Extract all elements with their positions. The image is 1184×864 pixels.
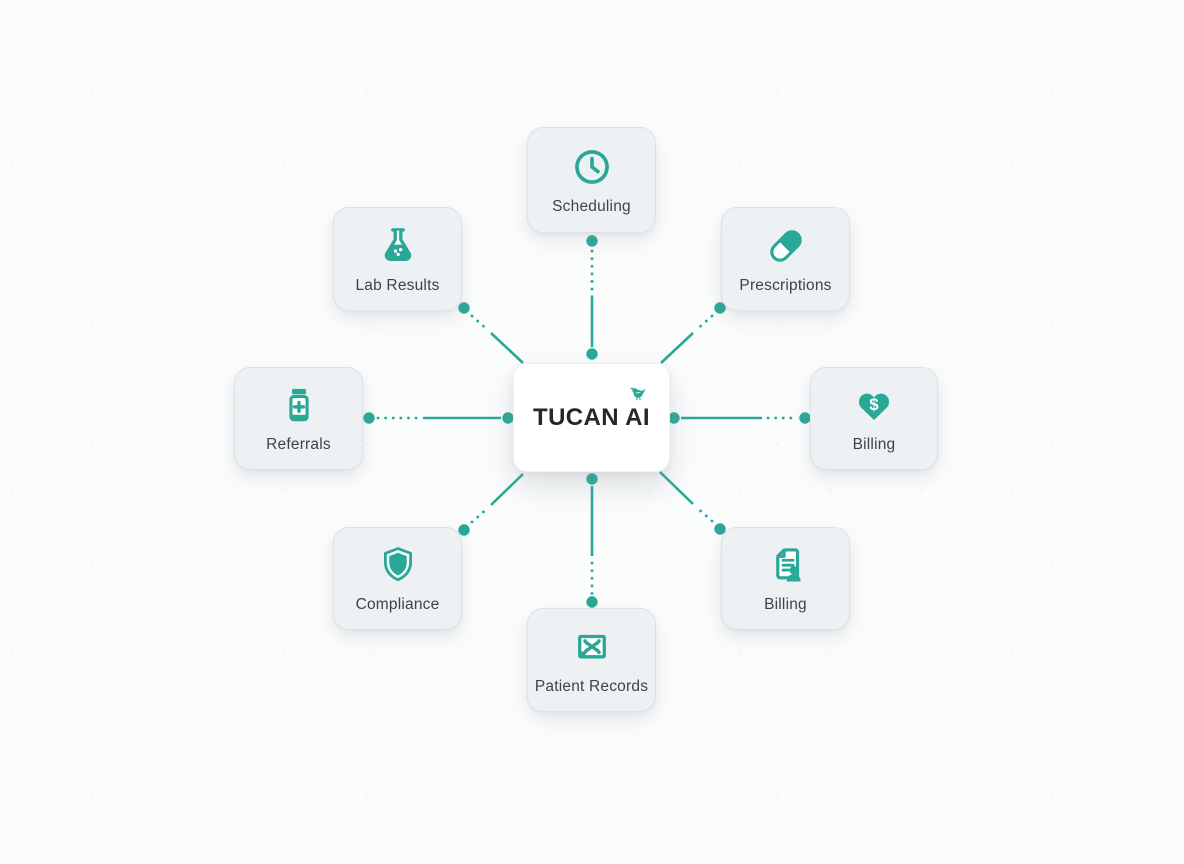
connector-top (586, 235, 598, 360)
node-compliance: Compliance (333, 527, 462, 630)
connector-bottom-left (458, 473, 524, 536)
node-billing: $ Billing (810, 367, 938, 470)
node-billing-2: Billing (721, 527, 850, 630)
document-person-icon (764, 543, 808, 587)
clock-icon (570, 145, 614, 189)
capsule-icon (764, 224, 808, 268)
xray-icon (570, 625, 614, 669)
heart-dollar-icon: $ (852, 383, 896, 427)
node-label: Lab Results (355, 276, 440, 294)
node-prescriptions: Prescriptions (721, 207, 850, 311)
pill-bottle-icon (277, 383, 321, 427)
center-title: TUCAN AI (533, 403, 650, 431)
node-label: Prescriptions (739, 276, 832, 294)
node-label: Billing (852, 436, 896, 453)
node-label: Scheduling (552, 197, 631, 215)
node-label: Compliance (355, 596, 440, 613)
node-label: Patient Records (534, 677, 649, 695)
flask-icon (376, 224, 420, 268)
node-patient-records: Patient Records (527, 608, 656, 712)
connector-top-left (458, 302, 524, 364)
node-label: Billing (764, 596, 807, 613)
shield-icon (376, 543, 420, 587)
connector-bottom (586, 473, 598, 608)
connector-left (363, 412, 514, 424)
center-node-tucan-ai: TUCAN AI (513, 363, 670, 472)
connector-right (668, 412, 811, 424)
node-referrals: Referrals (234, 367, 363, 470)
svg-text:$: $ (869, 395, 878, 414)
connector-top-right (660, 302, 726, 364)
node-label: Referrals (266, 436, 331, 453)
node-scheduling: Scheduling (527, 127, 656, 233)
node-lab-results: Lab Results (333, 207, 462, 311)
connector-bottom-right (659, 471, 726, 535)
bird-icon (627, 384, 651, 406)
